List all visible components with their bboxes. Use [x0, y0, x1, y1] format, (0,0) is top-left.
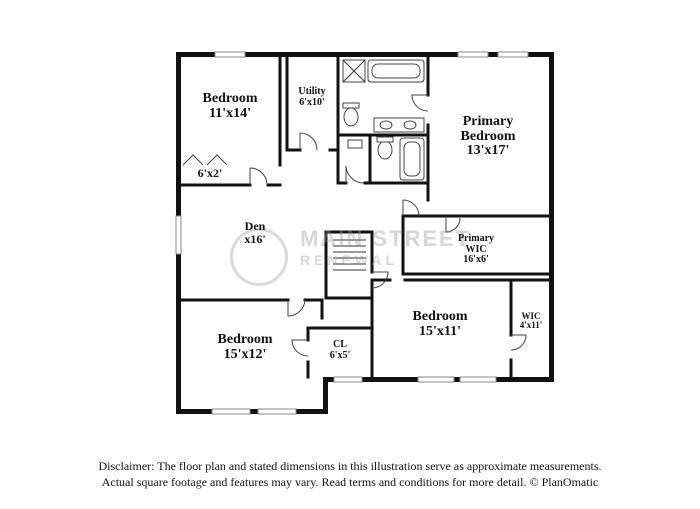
room-name: Utility — [298, 86, 326, 97]
room-dims: 6'x2' — [197, 166, 223, 180]
bath-fixtures — [342, 59, 425, 181]
room-name-line1: Primary — [462, 114, 514, 129]
room-primary-wic: Primary WIC 16'x6' — [457, 233, 495, 266]
room-dims: 6'x10' — [299, 96, 325, 108]
room-name-line2: Bedroom — [460, 128, 516, 144]
room-name: CL — [333, 339, 347, 350]
room-dims: x16' — [244, 231, 266, 246]
room-wic-se: WIC 4'x11' — [519, 311, 543, 331]
room-name-line1: Primary — [457, 233, 495, 244]
sink-icon — [347, 139, 363, 149]
room-den: Den x16' — [244, 220, 265, 245]
disclaimer: Disclaimer: The floor plan and stated di… — [0, 459, 700, 490]
room-bedroom-sw: Bedroom 15'x12' — [217, 332, 273, 362]
room-dims: 15'x12' — [223, 346, 267, 362]
interior-walls — [179, 55, 551, 379]
room-utility: Utility 6'x10' — [298, 86, 326, 108]
room-name: Den — [244, 219, 266, 233]
room-closet-nw: 6'x2' — [198, 167, 223, 180]
toilet-icon — [377, 140, 393, 160]
room-dims: 4'x11' — [519, 320, 543, 331]
room-dims: 11'x14' — [208, 105, 251, 121]
windows — [175, 51, 529, 415]
room-primary-bedroom: Primary Bedroom 13'x17' — [460, 114, 516, 159]
room-name: Bedroom — [217, 332, 273, 347]
doors — [182, 94, 527, 357]
stairs — [333, 239, 366, 271]
room-name-line2: WIC — [465, 243, 487, 255]
room-name: Bedroom — [412, 309, 468, 324]
room-dims: 16'x6' — [463, 254, 489, 265]
room-name: Bedroom — [202, 91, 258, 106]
toilet-icon — [343, 107, 359, 127]
room-name: WIC — [521, 311, 541, 321]
disclaimer-line1: Disclaimer: The floor plan and stated di… — [98, 459, 602, 473]
room-dims: 13'x17' — [466, 143, 510, 159]
room-dims: 15'x11' — [418, 323, 461, 339]
room-bedroom-se: Bedroom 15'x11' — [412, 309, 468, 339]
room-dims: 6'x5' — [329, 349, 351, 361]
disclaimer-line2: Actual square footage and features may v… — [101, 474, 599, 489]
room-bedroom-nw: Bedroom 11'x14' — [202, 91, 258, 121]
room-closet-cl: CL 6'x5' — [329, 339, 351, 361]
